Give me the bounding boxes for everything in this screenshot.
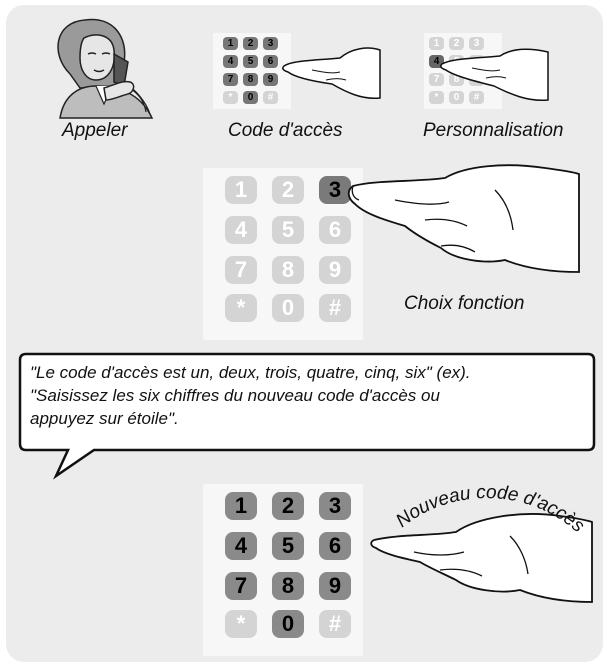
key-hash: # bbox=[263, 91, 278, 104]
key-8: 8 bbox=[243, 73, 258, 86]
key-1: 1 bbox=[225, 176, 257, 204]
keypad-new-code: 1 2 3 4 5 6 7 8 9 * 0 # bbox=[203, 484, 363, 656]
key-5: 5 bbox=[272, 532, 304, 560]
key-8: 8 bbox=[272, 256, 304, 284]
key-2: 2 bbox=[449, 37, 464, 50]
key-0: 0 bbox=[272, 610, 304, 638]
key-0: 0 bbox=[243, 91, 258, 104]
key-hash: # bbox=[319, 610, 351, 638]
step-label-personalisation: Personnalisation bbox=[423, 120, 564, 141]
key-4: 4 bbox=[223, 55, 238, 68]
key-9: 9 bbox=[319, 256, 351, 284]
svg-text:Nouveau code d'accès: Nouveau code d'accès bbox=[392, 482, 589, 537]
key-1: 1 bbox=[429, 37, 444, 50]
key-7: 7 bbox=[223, 73, 238, 86]
key-9: 9 bbox=[263, 73, 278, 86]
key-1: 1 bbox=[223, 37, 238, 50]
key-2: 2 bbox=[272, 492, 304, 520]
key-4: 4 bbox=[225, 532, 257, 560]
speech-line-2: "Saisissez les six chiffres du nouveau c… bbox=[30, 386, 440, 405]
keypad-small-access: 1 2 3 4 5 6 7 8 9 * 0 # bbox=[213, 33, 291, 109]
speech-bubble bbox=[18, 352, 596, 480]
key-star: * bbox=[429, 91, 444, 104]
key-7: 7 bbox=[429, 73, 444, 86]
key-6: 6 bbox=[263, 55, 278, 68]
key-0: 0 bbox=[272, 294, 304, 322]
key-4-pressed: 4 bbox=[429, 55, 444, 68]
key-star: * bbox=[225, 294, 257, 322]
person-on-phone-icon bbox=[57, 18, 154, 119]
key-3-pressed: 3 bbox=[319, 176, 351, 204]
key-star: * bbox=[223, 91, 238, 104]
key-hash: # bbox=[319, 294, 351, 322]
step-label-new-code: Nouveau code d'accès bbox=[392, 482, 589, 537]
hand-pressing-keypad-icon bbox=[440, 48, 549, 102]
key-6: 6 bbox=[319, 532, 351, 560]
key-2: 2 bbox=[272, 176, 304, 204]
key-3: 3 bbox=[319, 492, 351, 520]
key-0: 0 bbox=[449, 91, 464, 104]
key-6: 6 bbox=[319, 216, 351, 244]
step-label-function-choice: Choix fonction bbox=[404, 293, 525, 314]
step-label-call: Appeler bbox=[62, 120, 128, 141]
key-5: 5 bbox=[243, 55, 258, 68]
key-hash: # bbox=[469, 91, 484, 104]
hand-pressing-keypad-icon bbox=[347, 164, 580, 273]
key-5: 5 bbox=[272, 216, 304, 244]
key-3: 3 bbox=[469, 37, 484, 50]
key-8: 8 bbox=[272, 572, 304, 600]
key-star: * bbox=[225, 610, 257, 638]
keypad-function-choice: 1 2 3 4 5 6 7 8 9 * 0 # bbox=[203, 168, 363, 340]
hand-pressing-keypad-icon bbox=[370, 513, 593, 603]
speech-line-1: "Le code d'accès est un, deux, trois, qu… bbox=[30, 363, 471, 382]
step-label-access-code: Code d'accès bbox=[228, 120, 343, 141]
speech-line-3: appuyez sur étoile". bbox=[30, 409, 179, 428]
key-4: 4 bbox=[225, 216, 257, 244]
key-7: 7 bbox=[225, 572, 257, 600]
hand-pressing-keypad-icon bbox=[282, 47, 381, 100]
key-2: 2 bbox=[243, 37, 258, 50]
key-1: 1 bbox=[225, 492, 257, 520]
key-9: 9 bbox=[319, 572, 351, 600]
key-3: 3 bbox=[263, 37, 278, 50]
key-7: 7 bbox=[225, 256, 257, 284]
